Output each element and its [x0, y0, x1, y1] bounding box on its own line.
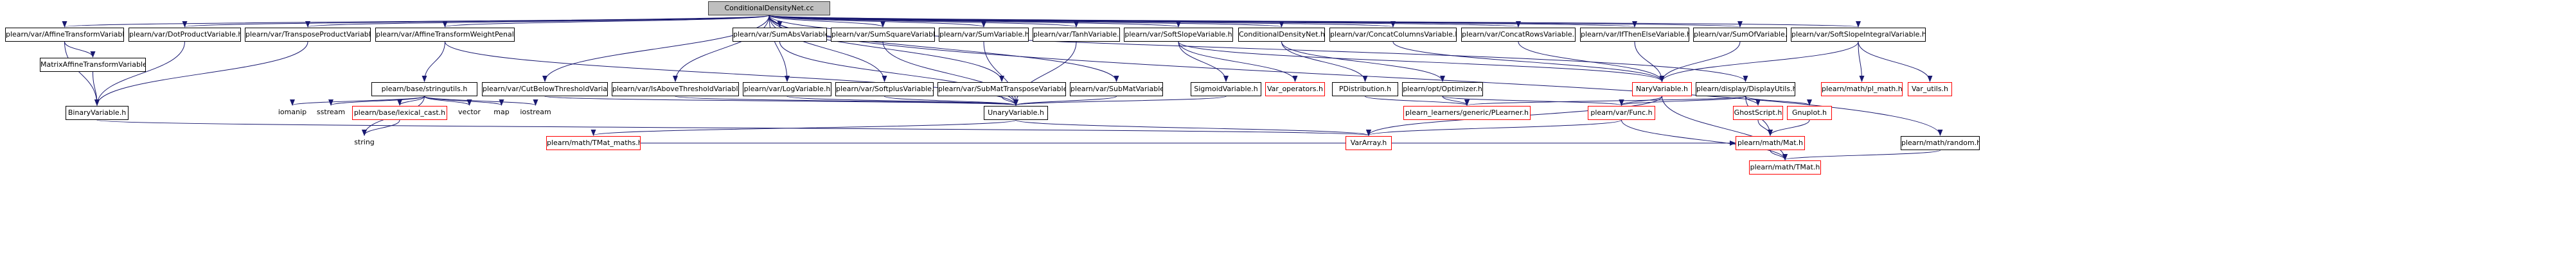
node-unaryvariable-h[interactable]: UnaryVariable.h [984, 106, 1048, 120]
edge-plearn-display-displayutils-h-to-gnuplot-h [1745, 96, 1812, 106]
node-plearn-var-sumabsvariable-h[interactable]: plearn/var/SumAbsVariable.h [733, 28, 827, 42]
node-plearn-var-submattransposevariable-h[interactable]: plearn/var/SubMatTransposeVariable.h [937, 82, 1066, 96]
edge-conditionaldensitynet-cc-to-plearn-display-displayutils-h [768, 15, 1748, 82]
node-plearn-learners-generic-plearner-h[interactable]: plearn_learners/generic/PLearner.h [1403, 106, 1531, 120]
edge-plearn-opt-optimizer-h-to-plearn-var-func-h [1442, 96, 1624, 106]
node-pdistribution-h[interactable]: PDistribution.h [1332, 82, 1398, 96]
edge-plearn-var-affinetransformvariable-h-to-binaryvariable-h [64, 41, 100, 106]
edge-plearn-display-displayutils-h-to-plearn-var-func-h [1619, 96, 1746, 106]
edge-conditionaldensitynet-h-to-pdistribution-h [1281, 41, 1368, 82]
edge-plearn-display-displayutils-h-to-ghostscript-h [1745, 96, 1761, 106]
node-vararray-h[interactable]: VarArray.h [1346, 136, 1392, 150]
node-plearn-var-sumsquarevariable-h[interactable]: plearn/var/SumSquareVariable.h [831, 28, 935, 42]
node-matrixaffinetransformvariable-h[interactable]: MatrixAffineTransformVariable.h [40, 58, 146, 72]
node-plearn-math-tmat-h[interactable]: plearn/math/TMat.h [1749, 160, 1821, 175]
edge-plearn-base-stringutils-h-to-vector [424, 96, 472, 106]
edge-plearn-var-func-h-to-plearn-math-tmat-h [1621, 119, 1788, 160]
edge-plearn-var-concatrowsvariable-h-to-naryvariable-h [1518, 41, 1665, 82]
edge-pdistribution-h-to-plearn-learners-generic-plearner-h [1365, 96, 1470, 106]
edge-gnuplot-h-to-plearn-math-mat-h [1768, 119, 1810, 136]
edge-plearn-var-submatvariable-h-to-unaryvariable-h [1013, 96, 1117, 106]
node-conditionaldensitynet-cc: ConditionalDensityNet.cc [708, 1, 830, 15]
edge-plearn-var-concatcolumnsvariable-h-to-naryvariable-h [1392, 41, 1665, 82]
node-binaryvariable-h[interactable]: BinaryVariable.h [66, 106, 129, 120]
node-sigmoidvariable-h[interactable]: SigmoidVariable.h [1191, 82, 1261, 96]
edge-conditionaldensitynet-cc-to-plearn-var-sumvariable-h [768, 15, 986, 28]
node-var-utils-h[interactable]: Var_utils.h [1908, 82, 1952, 96]
node-gnuplot-h[interactable]: Gnuplot.h [1787, 106, 1832, 120]
edge-plearn-var-softslopeintegralvariable-h-to-plearn-math-pl-math-h [1858, 41, 1865, 82]
edge-conditionaldensitynet-cc-to-plearn-var-cutbelowthresholdvariable-h [542, 15, 770, 82]
node-iomanip: iomanip [278, 108, 307, 116]
edge-unaryvariable-h-to-vararray-h [1015, 119, 1371, 136]
node-plearn-var-concatcolumnsvariable-h[interactable]: plearn/var/ConcatColumnsVariable.h [1329, 28, 1457, 42]
node-plearn-base-lexical-cast-h[interactable]: plearn/base/lexical_cast.h [352, 106, 447, 120]
edge-plearn-var-affinetransformweightpenalty-h-to-plearn-base-stringutils-h [422, 41, 445, 82]
node-var-operators-h[interactable]: Var_operators.h [1265, 82, 1325, 96]
node-plearn-var-tanhvariable-h[interactable]: plearn/var/TanhVariable.h [1033, 28, 1120, 42]
node-plearn-var-dotproductvariable-h[interactable]: plearn/var/DotProductVariable.h [129, 28, 241, 42]
edge-plearn-var-func-h-to-vararray-h [1366, 119, 1622, 136]
node-plearn-var-affinetransformvariable-h[interactable]: plearn/var/AffineTransformVariable.h [5, 28, 124, 42]
node-plearn-var-sumvariable-h[interactable]: plearn/var/SumVariable.h [939, 28, 1029, 42]
node-plearn-math-tmat-maths-h[interactable]: plearn/math/TMat_maths.h [546, 136, 641, 150]
edge-conditionaldensitynet-cc-to-plearn-var-softplusvariable-h [768, 15, 887, 82]
node-ghostscript-h[interactable]: GhostScript.h [1733, 106, 1783, 120]
node-plearn-var-affinetransformweightpenalty-h[interactable]: plearn/var/AffineTransformWeightPenalty.… [375, 28, 515, 42]
node-plearn-var-ifthenelsevariable-h[interactable]: plearn/var/IfThenElseVariable.h [1580, 28, 1689, 42]
edge-plearn-var-transposeproductvariable-h-to-binaryvariable-h [94, 41, 308, 106]
edge-conditionaldensitynet-cc-to-plearn-var-affinetransformweightpenalty-h [443, 15, 770, 28]
edge-plearn-var-logvariable-h-to-unaryvariable-h [786, 96, 1018, 106]
node-plearn-display-displayutils-h[interactable]: plearn/display/DisplayUtils.h [1696, 82, 1795, 96]
edge-plearn-base-lexical-cast-h-to-string [362, 119, 400, 136]
edge-plearn-var-softslopeintegralvariable-h-to-var-utils-h [1858, 41, 1933, 82]
edge-plearn-var-softplusvariable-h-to-unaryvariable-h [884, 96, 1018, 106]
node-string: string [354, 138, 375, 146]
edge-plearn-base-stringutils-h-to-sstream [328, 96, 425, 106]
node-naryvariable-h[interactable]: NaryVariable.h [1632, 82, 1692, 96]
edge-plearn-var-softslopevariable-h-to-var-operators-h [1178, 41, 1298, 82]
node-plearn-base-stringutils-h[interactable]: plearn/base/stringutils.h [371, 82, 477, 96]
edge-plearn-base-stringutils-h-to-plearn-base-lexical-cast-h [397, 96, 425, 106]
node-plearn-var-func-h[interactable]: plearn/var/Func.h [1588, 106, 1655, 120]
node-plearn-var-transposeproductvariable-h[interactable]: plearn/var/TransposeProductVariable.h [245, 28, 371, 42]
edge-conditionaldensitynet-cc-to-plearn-var-tanhvariable-h [768, 15, 1079, 28]
edge-plearn-var-softslopevariable-h-to-naryvariable-h [1178, 41, 1665, 82]
edge-unaryvariable-h-to-plearn-math-tmat-maths-h [591, 119, 1017, 136]
edge-sigmoidvariable-h-to-unaryvariable-h [1013, 96, 1227, 106]
node-plearn-opt-optimizer-h[interactable]: plearn/opt/Optimizer.h [1402, 82, 1483, 96]
node-plearn-math-pl-math-h[interactable]: plearn/math/pl_math.h [1821, 82, 1903, 96]
node-conditionaldensitynet-h[interactable]: ConditionalDensityNet.h [1238, 28, 1325, 42]
edge-plearn-base-stringutils-h-to-iostream [424, 96, 538, 106]
node-sstream: sstream [316, 108, 346, 116]
edge-plearn-var-softslopevariable-h-to-sigmoidvariable-h [1178, 41, 1229, 82]
node-plearn-var-softslopevariable-h[interactable]: plearn/var/SoftSlopeVariable.h [1124, 28, 1233, 42]
node-plearn-var-concatrowsvariable-h[interactable]: plearn/var/ConcatRowsVariable.h [1461, 28, 1576, 42]
node-plearn-var-softplusvariable-h[interactable]: plearn/var/SoftplusVariable.h [835, 82, 934, 96]
node-vector: vector [458, 108, 481, 116]
node-plearn-math-mat-h[interactable]: plearn/math/Mat.h [1736, 136, 1805, 150]
edge-conditionaldensitynet-cc-to-plearn-var-transposeproductvariable-h [305, 15, 770, 28]
edge-binaryvariable-h-to-vararray-h [96, 119, 1371, 136]
node-plearn-math-random-h[interactable]: plearn/math/random.h [1901, 136, 1980, 150]
node-plearn-var-isabovethresholdvariable-h[interactable]: plearn/var/IsAboveThresholdVariable.h [612, 82, 739, 96]
edge-conditionaldensitynet-cc-to-plearn-var-softslopeintegralvariable-h [768, 15, 1860, 28]
edge-plearn-var-softslopeintegralvariable-h-to-naryvariable-h [1659, 41, 1859, 82]
node-iostream: iostream [520, 108, 551, 116]
edge-plearn-math-random-h-to-plearn-math-tmat-h [1782, 150, 1941, 160]
node-plearn-var-softslopeintegralvariable-h[interactable]: plearn/var/SoftSlopeIntegralVariable.h [1791, 28, 1926, 42]
edge-plearn-var-sumofvariable-h-to-naryvariable-h [1659, 41, 1741, 82]
node-plearn-var-logvariable-h[interactable]: plearn/var/LogVariable.h [743, 82, 831, 96]
node-plearn-var-submatvariable-h[interactable]: plearn/var/SubMatVariable.h [1070, 82, 1163, 96]
edge-plearn-var-dotproductvariable-h-to-binaryvariable-h [94, 41, 185, 106]
node-plearn-var-sumofvariable-h[interactable]: plearn/var/SumOfVariable.h [1693, 28, 1787, 42]
edge-conditionaldensitynet-h-to-plearn-opt-optimizer-h [1281, 41, 1445, 82]
node-plearn-var-cutbelowthresholdvariable-h[interactable]: plearn/var/CutBelowThresholdVariable.h [482, 82, 608, 96]
edge-plearn-var-affinetransformvariable-h-to-matrixaffinetransformvariable-h [64, 41, 96, 58]
edge-plearn-display-displayutils-h-to-plearn-learners-generic-plearner-h [1464, 96, 1746, 106]
edge-conditionaldensitynet-cc-to-plearn-var-sumsquarevariable-h [768, 15, 885, 28]
edge-conditionaldensitynet-cc-to-plearn-var-logvariable-h [768, 15, 790, 82]
node-map: map [493, 108, 510, 116]
